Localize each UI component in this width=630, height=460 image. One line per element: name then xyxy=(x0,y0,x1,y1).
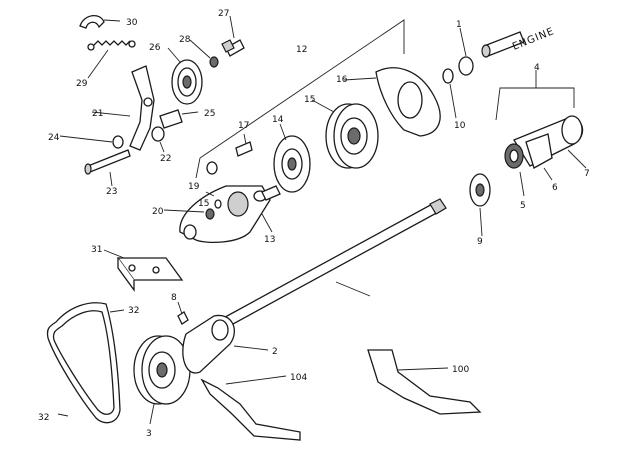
label-3: 3 xyxy=(146,429,152,439)
idler-pulley xyxy=(167,47,203,105)
clutch-leader-4 xyxy=(495,70,575,121)
washer-24 xyxy=(59,135,124,149)
pulley-3 xyxy=(133,335,191,425)
label-2: 2 xyxy=(272,347,278,357)
label-10: 10 xyxy=(454,121,466,131)
spacer-1 xyxy=(458,27,474,76)
label-14: 14 xyxy=(272,115,284,125)
bearing-5 xyxy=(504,143,525,197)
label-1: 1 xyxy=(456,20,462,30)
key-8 xyxy=(177,301,189,325)
label-17: 17 xyxy=(238,121,249,131)
label-12: 12 xyxy=(296,45,307,55)
ring-10 xyxy=(442,68,457,119)
label-25: 25 xyxy=(204,109,215,119)
hub-2 xyxy=(182,314,269,374)
label-15-left: 15 xyxy=(198,199,209,209)
label-27: 27 xyxy=(218,9,229,19)
spring-part xyxy=(79,15,121,29)
washer-19 xyxy=(205,161,218,197)
bolt-13 xyxy=(261,185,281,233)
label-26: 26 xyxy=(149,43,161,53)
bolt-23 xyxy=(84,149,131,187)
label-100: 100 xyxy=(452,365,469,375)
label-24: 24 xyxy=(48,133,60,143)
label-9: 9 xyxy=(477,237,483,247)
label-19: 19 xyxy=(188,182,200,192)
pulley-15 xyxy=(311,99,379,169)
pulley-14 xyxy=(273,123,311,193)
nut-22 xyxy=(151,126,165,153)
bolt-17 xyxy=(235,133,253,157)
label-32-top: 32 xyxy=(128,306,139,316)
spacer-25 xyxy=(159,109,199,129)
clutch-6 xyxy=(525,133,553,181)
label-4: 4 xyxy=(534,63,540,73)
label-6: 6 xyxy=(552,183,558,193)
clutch-7 xyxy=(513,115,587,169)
nut-20 xyxy=(163,208,215,220)
label-5: 5 xyxy=(520,201,526,211)
tension-spring xyxy=(87,40,136,79)
label-7: 7 xyxy=(584,169,590,179)
label-8: 8 xyxy=(171,293,177,303)
label-21: 21 xyxy=(92,109,103,119)
label-23: 23 xyxy=(106,187,117,197)
bracket-31 xyxy=(103,249,184,292)
crankshaft xyxy=(481,31,525,58)
shield-18 xyxy=(343,67,441,137)
washer-15 xyxy=(214,199,222,209)
label-30: 30 xyxy=(126,18,138,28)
label-15: 15 xyxy=(304,95,315,105)
arm-104 xyxy=(200,375,301,441)
label-31: 31 xyxy=(91,245,102,255)
bolt-27 xyxy=(221,15,245,57)
bracket-leader-12 xyxy=(195,19,405,179)
label-22: 22 xyxy=(160,154,171,164)
label-13: 13 xyxy=(264,235,275,245)
label-32-bottom: 32 xyxy=(38,413,49,423)
washer-28 xyxy=(189,39,219,68)
pulley-9 xyxy=(469,173,491,237)
label-28: 28 xyxy=(179,35,191,45)
label-29: 29 xyxy=(76,79,88,89)
drive-belt xyxy=(46,302,125,424)
chute-100 xyxy=(367,349,482,415)
idler-arm xyxy=(179,185,271,244)
idler-bracket xyxy=(91,65,155,151)
label-20: 20 xyxy=(152,207,164,217)
label-16: 16 xyxy=(336,75,348,85)
engine-label: ENGINE xyxy=(511,26,556,53)
label-104: 104 xyxy=(290,373,307,383)
